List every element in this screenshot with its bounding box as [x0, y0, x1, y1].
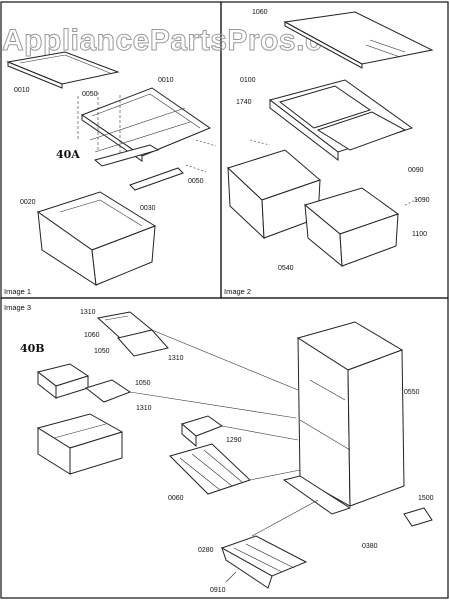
caption-image1: Image 1 — [4, 287, 31, 296]
glass-shelf-top-edge — [7, 61, 63, 89]
label-40A: 40A — [56, 148, 80, 161]
label-1100: 1100 — [412, 231, 427, 238]
panel-image3-frame — [0, 297, 449, 599]
label-0090: 0090 — [408, 167, 424, 174]
shelf-tray-1050 — [117, 329, 169, 357]
crisper-bar — [93, 144, 160, 167]
cabinet-base — [282, 475, 352, 515]
basket-0280-front — [221, 546, 273, 589]
label-40B: 40B — [20, 342, 45, 355]
label-1050-a: 1050 — [94, 348, 110, 355]
cabinet-side — [347, 349, 405, 507]
rail-0050 — [129, 167, 184, 191]
label-1060-img3: 1060 — [84, 332, 100, 339]
label-1500: 1500 — [418, 495, 434, 502]
tray-1050 — [84, 379, 132, 403]
label-0020: 0020 — [20, 199, 36, 206]
image1-parts — [6, 51, 217, 286]
label-0060: 0060 — [168, 495, 184, 502]
drawer-top-left — [278, 85, 372, 129]
label-0550: 0550 — [404, 389, 420, 396]
tray-1290-front — [181, 422, 197, 448]
label-0010-a: 0010 — [14, 87, 30, 94]
caption-image3: Image 3 — [4, 303, 31, 312]
label-1060-top: 1060 — [252, 9, 268, 16]
label-1310-c: 1310 — [136, 405, 152, 412]
drawer-top-right — [316, 111, 407, 151]
label-0280: 0280 — [198, 547, 214, 554]
label-1310-a: 1310 — [80, 309, 96, 316]
image2-parts — [227, 11, 434, 268]
caption-image2: Image 2 — [224, 287, 251, 296]
drawer-right-side — [339, 213, 399, 267]
double-bin-side — [69, 431, 123, 475]
label-1290: 1290 — [226, 437, 242, 444]
part-1500 — [403, 507, 433, 527]
label-1740: 1740 — [236, 99, 252, 106]
label-1090: 1090 — [414, 197, 430, 204]
label-1050-b: 1050 — [135, 380, 151, 387]
image3-parts — [36, 311, 433, 589]
label-0100: 0100 — [240, 77, 256, 84]
label-0910: 0910 — [210, 587, 226, 594]
label-0380: 0380 — [362, 543, 378, 550]
label-0010-b: 0010 — [158, 77, 174, 84]
wire-shelf-0060 — [169, 443, 251, 495]
label-0050-a: 0050 — [82, 91, 98, 98]
label-1310-b: 1310 — [168, 355, 184, 362]
crisper-drawer-side — [91, 225, 156, 286]
slide-shelf-frame-edge — [81, 114, 143, 162]
label-0030: 0030 — [140, 205, 156, 212]
drawer-frame-front — [269, 98, 339, 162]
glass-cover-1060-edge — [284, 21, 363, 69]
label-0540: 0540 — [278, 265, 294, 272]
label-0050-b: 0050 — [188, 178, 204, 185]
